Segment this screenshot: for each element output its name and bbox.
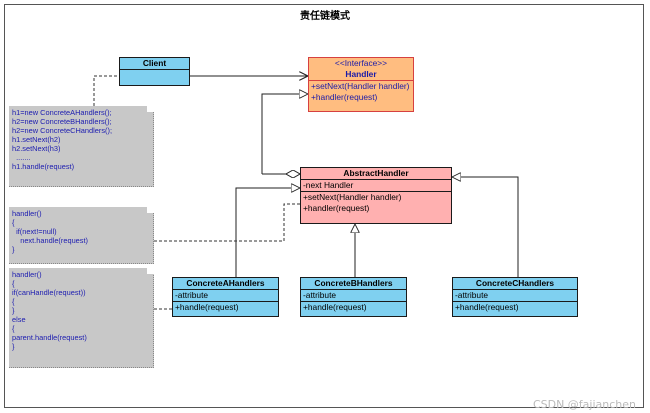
client-code-note: h1=new ConcreteAHandlers(); h2=new Concr… xyxy=(9,105,154,187)
note-2-anchor xyxy=(154,203,300,242)
concrete-a-class[interactable]: ConcreteAHandlers -attribute +handle(req… xyxy=(172,277,279,317)
concrete-c-inheritance xyxy=(452,177,519,277)
client-class-name: Client xyxy=(120,58,189,70)
diagram-title: 责任链模式 xyxy=(300,11,350,22)
concrete-c-name: ConcreteCHandlers xyxy=(453,278,577,290)
note-1-anchor xyxy=(93,75,120,106)
note-line: next.handle(request) xyxy=(12,236,89,245)
concrete-a-attribute: -attribute xyxy=(173,290,278,302)
abstract-handler-name: AbstractHandler xyxy=(301,168,451,180)
note-line: else xyxy=(12,315,26,324)
abstract-handler-attribute: -next Handler xyxy=(303,180,354,190)
abstract-handler-attributes: -next Handler xyxy=(301,180,451,192)
concrete-a-name: ConcreteAHandlers xyxy=(173,278,278,290)
diagram-frame xyxy=(4,4,644,408)
abstract-handler-method: +setNext(Handler handler) xyxy=(303,192,402,202)
note-line: } xyxy=(12,342,15,351)
watermark: CSDN @fajianchen xyxy=(532,398,636,411)
note-fold-corner xyxy=(147,206,154,213)
note-line: { xyxy=(12,297,15,306)
concrete-c-method: +handle(request) xyxy=(455,302,519,312)
handler-methods: +setNext(Handler handler) +handler(reque… xyxy=(309,81,413,103)
note-line: parent.handle(request) xyxy=(12,333,87,342)
concrete-a-method: +handle(request) xyxy=(175,302,239,312)
abstract-handler-code-note: handler() { if(next!=null) next.handle(r… xyxy=(9,206,154,264)
concrete-a-inheritance xyxy=(235,188,300,277)
note-line: h2=new ConcreteBHandlers(); xyxy=(12,117,112,126)
concrete-b-method: +handle(request) xyxy=(303,302,367,312)
note-line: handler() xyxy=(12,270,42,279)
abstract-handler-class[interactable]: AbstractHandler -next Handler +setNext(H… xyxy=(300,167,452,224)
note-line: { xyxy=(12,324,15,333)
handler-interface-header: <<Interface>> Handler xyxy=(309,58,413,81)
concrete-b-name: ConcreteBHandlers xyxy=(301,278,406,290)
handler-interface[interactable]: <<Interface>> Handler +setNext(Handler h… xyxy=(308,57,414,112)
note-line: if(canHandle(request)) xyxy=(12,288,86,297)
note-line: if(next!=null) xyxy=(12,227,57,236)
note-fold-corner xyxy=(147,105,154,112)
note-line: ....... xyxy=(12,153,31,162)
concrete-b-class[interactable]: ConcreteBHandlers -attribute +handle(req… xyxy=(300,277,407,317)
client-class[interactable]: Client xyxy=(119,57,190,86)
note-line: { xyxy=(12,279,15,288)
abstract-handler-method: +handler(request) xyxy=(303,203,370,213)
note-line: h1.handle(request) xyxy=(12,162,75,171)
note-line: } xyxy=(12,306,15,315)
note-line: handler() xyxy=(12,209,42,218)
abstract-handler-methods: +setNext(Handler handler) +handler(reque… xyxy=(301,192,451,214)
note-line: h1=new ConcreteAHandlers(); xyxy=(12,108,112,117)
note-line: } xyxy=(12,245,15,254)
note-line: h2=new ConcreteCHandlers(); xyxy=(12,126,113,135)
note-line: h1.setNext(h2) xyxy=(12,135,61,144)
handler-method: +handler(request) xyxy=(311,92,378,102)
note-fold-corner xyxy=(147,267,154,274)
note-line: { xyxy=(12,218,15,227)
note-line: h2.setNext(h3) xyxy=(12,144,61,153)
concrete-c-attribute: -attribute xyxy=(453,290,577,302)
abstract-realizes-handler xyxy=(261,94,308,174)
handler-name: Handler xyxy=(345,69,377,79)
concrete-handler-code-note: handler() { if(canHandle(request)) { } e… xyxy=(9,267,154,368)
handler-stereotype: <<Interface>> xyxy=(334,58,388,68)
concrete-b-attribute: -attribute xyxy=(301,290,406,302)
concrete-c-class[interactable]: ConcreteCHandlers -attribute +handle(req… xyxy=(452,277,578,317)
handler-method: +setNext(Handler handler) xyxy=(311,81,410,91)
